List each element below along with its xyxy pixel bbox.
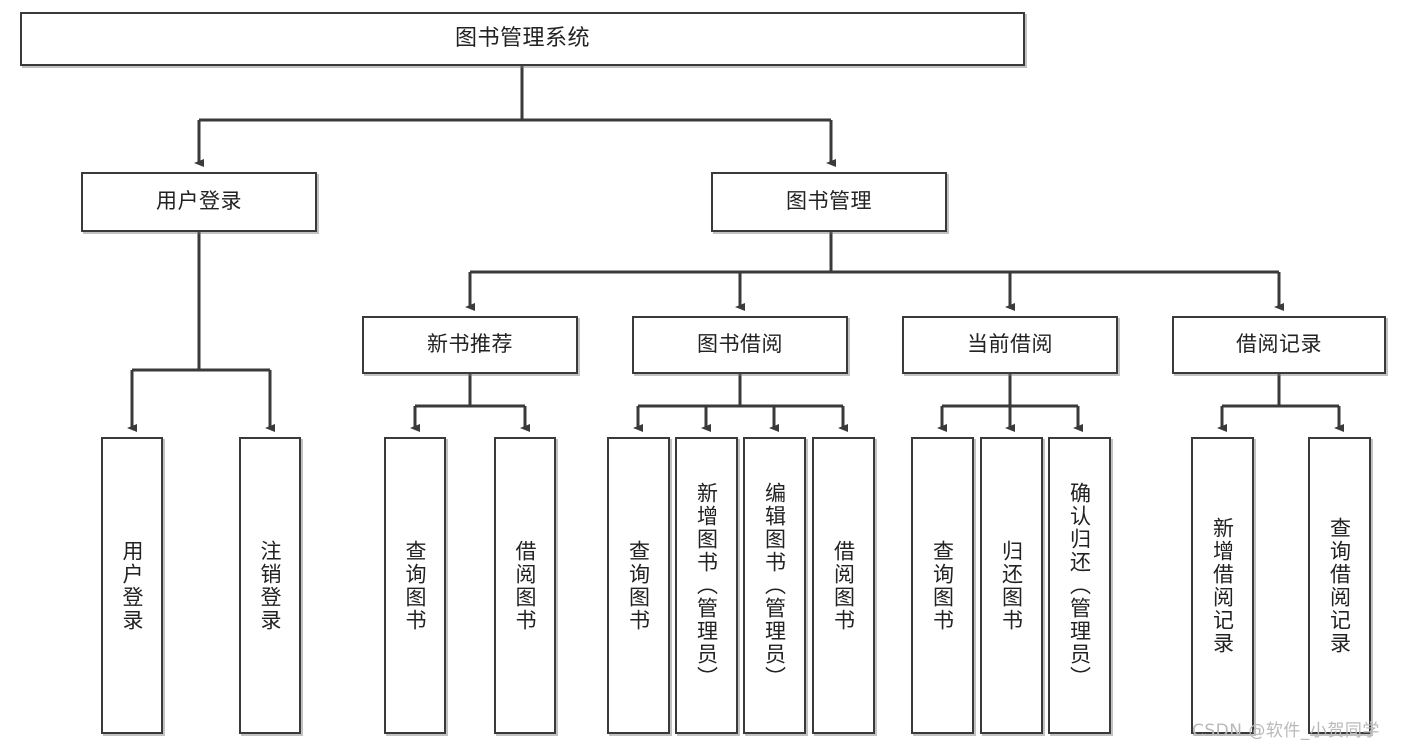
node-root-book-management-system[interactable]: 图书管理系统 [20, 12, 1025, 66]
node-label: 用户登录 [120, 539, 145, 632]
node-label: 图书借阅 [697, 332, 783, 357]
user-login-to-leaves-connectors [127, 232, 275, 432]
node-label: 借阅记录 [1236, 332, 1322, 357]
node-borrow-record[interactable]: 借阅记录 [1172, 316, 1386, 374]
borrow-record-to-leaves-connectors [1217, 374, 1344, 432]
book-borrow-to-leaves-connectors [633, 374, 848, 432]
node-book-borrow[interactable]: 图书借阅 [632, 316, 848, 374]
csdn-watermark: CSDN @软件_小贺同学 [1192, 721, 1380, 741]
node-label: 查询图书 [930, 539, 955, 632]
node-label: 查询借阅记录 [1327, 516, 1352, 655]
new-book-to-leaves-connectors [410, 374, 530, 432]
leaf-current-borrow-confirm-return-admin[interactable]: 确认归还（管理员） [1048, 437, 1111, 734]
node-label: 归还图书 [999, 539, 1024, 632]
current-borrow-to-leaves-connectors [937, 374, 1083, 432]
node-label: 查询图书 [626, 539, 651, 632]
node-label: 编辑图书（管理员） [762, 482, 787, 689]
leaf-book-borrow-query-book[interactable]: 查询图书 [607, 437, 670, 734]
leaf-book-borrow-add-book-admin[interactable]: 新增图书（管理员） [675, 437, 738, 734]
leaf-book-borrow-edit-book-admin[interactable]: 编辑图书（管理员） [743, 437, 806, 734]
node-new-book-recommend[interactable]: 新书推荐 [362, 316, 578, 374]
leaf-user-login-login[interactable]: 用户登录 [101, 437, 163, 734]
leaf-book-borrow-borrow-book[interactable]: 借阅图书 [812, 437, 875, 734]
node-label: 借阅图书 [513, 539, 538, 632]
node-label: 确认归还（管理员） [1067, 482, 1092, 689]
node-label: 新增图书（管理员） [694, 482, 719, 689]
leaf-new-book-query-book[interactable]: 查询图书 [384, 437, 446, 734]
node-label: 查询图书 [403, 539, 428, 632]
root-to-level2-connectors [194, 66, 836, 167]
leaf-borrow-record-add-record[interactable]: 新增借阅记录 [1191, 437, 1254, 734]
book-mgmt-to-level3-connectors [465, 232, 1284, 311]
leaf-user-login-logout[interactable]: 注销登录 [239, 437, 301, 734]
leaf-current-borrow-return-book[interactable]: 归还图书 [980, 437, 1043, 734]
node-label: 用户登录 [156, 189, 242, 214]
node-user-login[interactable]: 用户登录 [81, 172, 317, 232]
leaf-new-book-borrow-book[interactable]: 借阅图书 [494, 437, 556, 734]
leaf-borrow-record-query-record[interactable]: 查询借阅记录 [1308, 437, 1371, 734]
node-label: 图书管理 [786, 189, 872, 214]
node-label: 当前借阅 [967, 332, 1053, 357]
node-label: 新增借阅记录 [1210, 516, 1235, 655]
node-current-borrow[interactable]: 当前借阅 [902, 316, 1118, 374]
node-label: 注销登录 [258, 539, 283, 632]
leaf-current-borrow-query-book[interactable]: 查询图书 [911, 437, 974, 734]
node-label: 新书推荐 [427, 332, 513, 357]
node-book-management[interactable]: 图书管理 [711, 172, 947, 232]
node-label: 图书管理系统 [454, 25, 590, 51]
node-label: 借阅图书 [831, 539, 856, 632]
